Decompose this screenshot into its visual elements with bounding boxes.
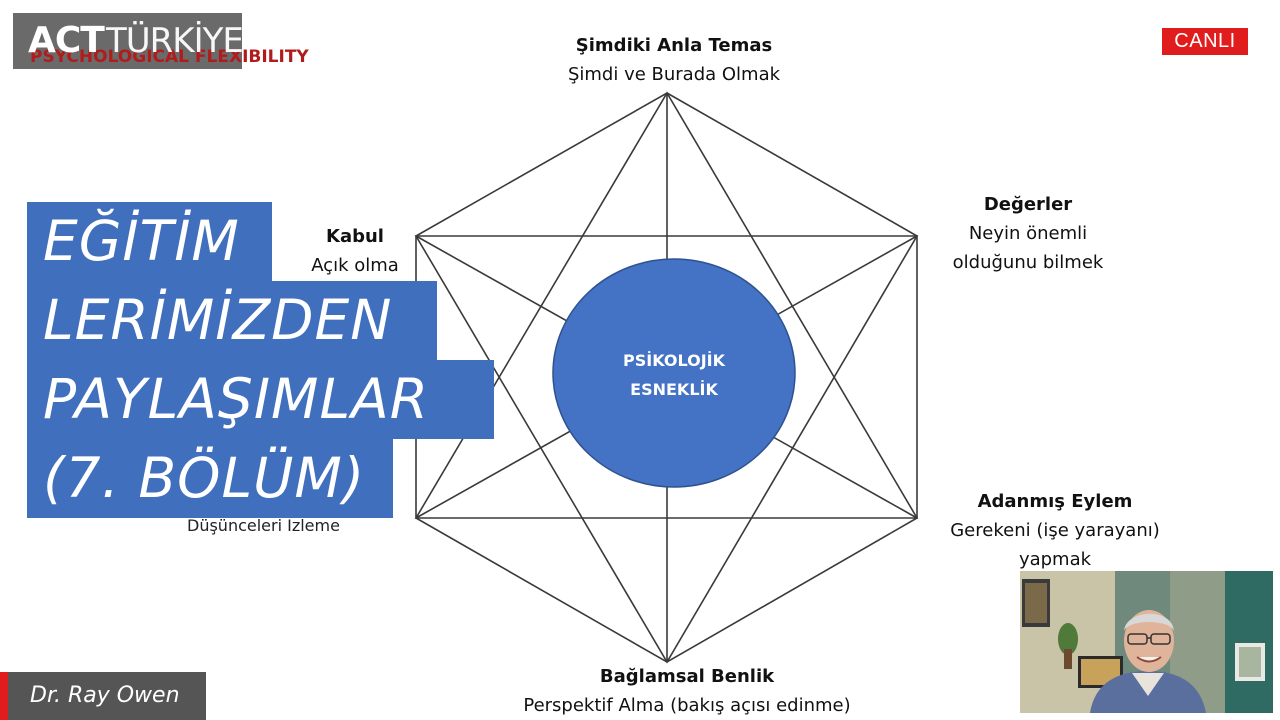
label-upper-left-title: Kabul	[326, 226, 384, 247]
logo-subtitle: PSYCHOLOGICAL FLEXIBILITY	[30, 47, 309, 67]
title-line-4: (7. BÖLÜM)	[27, 439, 393, 518]
title-line-2: LERİMİZDEN	[27, 281, 437, 360]
presenter-accent-bar	[0, 672, 8, 720]
label-top: Şimdiki Anla Temas Şimdi ve Burada Olmak	[534, 31, 814, 89]
webcam-scene	[1020, 571, 1273, 713]
label-upper-right: Değerler Neyin önemli olduğunu bilmek	[918, 190, 1138, 277]
label-upper-left-sub: Açık olma	[311, 255, 399, 276]
title-line-1: EĞİTİM	[27, 202, 272, 281]
label-lower-right-sub2: yapmak	[1018, 549, 1092, 570]
center-line-1: PSİKOLOJİK	[623, 351, 726, 370]
webcam-video	[1020, 571, 1273, 713]
label-top-title: Şimdiki Anla Temas	[575, 35, 773, 56]
label-lower-right: Adanmış Eylem Gerekeni (işe yarayanı) ya…	[925, 487, 1185, 574]
label-upper-right-sub1: Neyin önemli	[968, 223, 1088, 244]
label-top-sub: Şimdi ve Burada Olmak	[567, 64, 781, 85]
logo-background	[13, 13, 242, 69]
presenter-name: Dr. Ray Owen	[8, 672, 206, 720]
label-bottom-sub: Perspektif Alma (bakış açısı edinme)	[523, 695, 851, 716]
live-badge: CANLI	[1162, 28, 1248, 55]
label-upper-right-title: Değerler	[983, 194, 1073, 215]
center-circle	[552, 258, 796, 488]
label-lower-left-sub: Düşünceleri Izleme	[187, 516, 340, 535]
label-upper-right-sub2: olduğunu bilmek	[952, 252, 1104, 273]
label-bottom-title: Bağlamsal Benlik	[599, 666, 775, 687]
logo-turkiye: TÜRKİYE	[106, 21, 244, 61]
label-lower-right-title: Adanmış Eylem	[977, 491, 1133, 512]
label-bottom: Bağlamsal Benlik Perspektif Alma (bakış …	[487, 662, 887, 720]
label-upper-left: Kabul Açık olma	[290, 222, 420, 280]
label-lower-right-sub1: Gerekeni (işe yarayanı)	[950, 520, 1160, 541]
logo-act: ACT	[28, 20, 105, 61]
title-line-3: PAYLAŞIMLAR	[27, 360, 494, 439]
center-line-2: ESNEKLİK	[630, 380, 718, 399]
